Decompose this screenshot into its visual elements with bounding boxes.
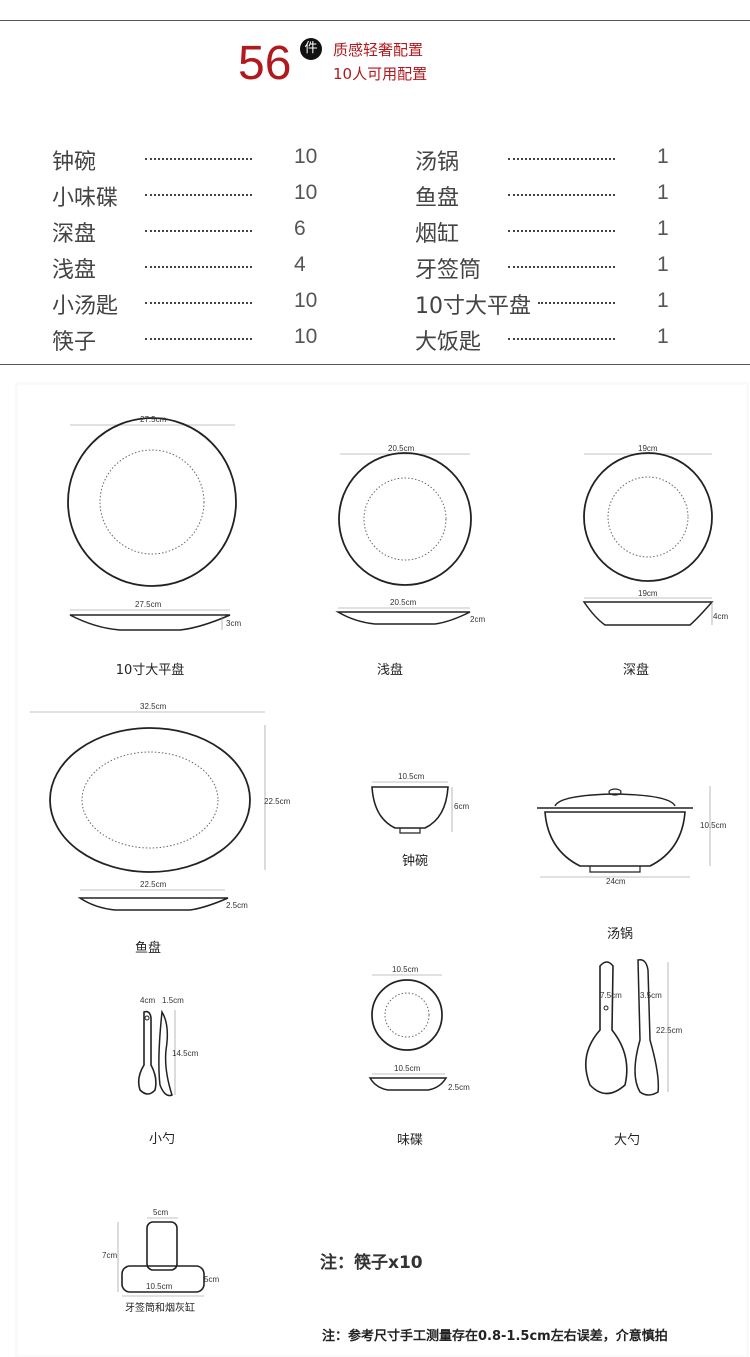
big-plate-label: 10寸大平盘 [115, 663, 185, 678]
toothpick-label: 牙签筒和烟灰缸 [125, 1303, 195, 1314]
list-item-qty: 1 [657, 217, 669, 240]
list-item-qty: 1 [657, 325, 669, 348]
piece-unit-badge: 件 [300, 38, 322, 60]
big-spoon-drawing [584, 958, 669, 1096]
small-spoon-width-1: 4cm [140, 996, 155, 1005]
sauce-dish-drawing [368, 974, 448, 1091]
shallow-plate-top-dim: 20.5cm [388, 444, 415, 453]
list-item-qty: 6 [294, 217, 306, 240]
shallow-plate-label: 浅盘 [376, 663, 403, 678]
list-leader [508, 338, 615, 340]
shallow-plate-height-dim: 2cm [470, 615, 485, 624]
list-leader [145, 230, 252, 232]
sauce-dish-top-dim: 10.5cm [392, 965, 419, 974]
deep-plate-height-dim: 4cm [713, 612, 728, 621]
list-item-name: 深盘 [52, 222, 97, 247]
list-item-name: 大饭匙 [415, 330, 482, 355]
list-leader [145, 194, 252, 196]
fish-plate-label: 鱼盘 [134, 941, 161, 956]
list-item-qty: 1 [657, 289, 669, 312]
list-leader [145, 338, 252, 340]
bowl-label: 钟碗 [401, 854, 428, 869]
toothpick-base-width: 10.5cm [146, 1282, 173, 1291]
small-spoon-width-2: 1.5cm [162, 996, 184, 1005]
list-item-qty: 1 [657, 253, 669, 276]
bowl-width-dim: 10.5cm [398, 772, 425, 781]
soup-pot-height-dim: 10.5cm [700, 821, 727, 830]
disclaimer-note: 注：参考尺寸手工测量存在0.8-1.5cm左右误差，介意慎拍 [322, 1329, 668, 1344]
list-item-name: 小味碟 [52, 186, 119, 211]
chopsticks-note: 注：筷子x10 [320, 1253, 423, 1273]
list-leader [538, 302, 615, 304]
toothpick-top-dim: 5cm [153, 1208, 168, 1217]
list-divider [0, 364, 750, 365]
soup-pot-label: 汤锅 [606, 927, 633, 942]
sauce-dish-label: 味碟 [396, 1133, 423, 1148]
sauce-dish-side-dim: 10.5cm [394, 1064, 421, 1073]
list-item-qty: 4 [294, 253, 306, 276]
fish-plate-depth-dim: 2.5cm [226, 901, 248, 910]
big-plate-side-dim: 27.5cm [135, 600, 162, 609]
small-spoon-length: 14.5cm [172, 1049, 199, 1058]
list-item-qty: 10 [294, 325, 318, 348]
header-line-1: 质感轻奢配置 [333, 41, 424, 59]
shallow-plate-side-dim: 20.5cm [390, 598, 417, 607]
list-leader [508, 158, 615, 160]
list-item-qty: 1 [657, 145, 669, 168]
deep-plate-drawing [582, 452, 714, 626]
toothpick-base-height: 5cm [204, 1275, 219, 1284]
list-leader [508, 230, 615, 232]
toothpick-holder-drawing [117, 1217, 205, 1297]
soup-pot-width-dim: 24cm [606, 877, 626, 886]
list-item-name: 鱼盘 [415, 186, 460, 211]
list-leader [145, 266, 252, 268]
list-leader [145, 158, 252, 160]
fish-plate-side-dim: 22.5cm [140, 880, 167, 889]
small-spoon-drawing [137, 1009, 176, 1097]
list-item-name: 筷子 [52, 330, 97, 355]
list-item-qty: 1 [657, 181, 669, 204]
header-line-2: 10人可用配置 [333, 65, 428, 83]
list-leader [508, 194, 615, 196]
bowl-drawing [371, 781, 453, 834]
list-item-qty: 10 [294, 181, 318, 204]
big-spoon-width-2: 3.5cm [640, 991, 662, 1000]
fish-plate-width-dim: 32.5cm [140, 702, 167, 711]
list-item-qty: 10 [294, 289, 318, 312]
list-item-name: 烟缸 [415, 222, 460, 247]
deep-plate-label: 深盘 [622, 663, 649, 678]
big-spoon-width-1: 7.5cm [600, 991, 622, 1000]
small-spoon-label: 小勺 [148, 1132, 175, 1147]
fish-plate-height-dim: 22.5cm [264, 797, 291, 806]
fish-plate-drawing [30, 711, 266, 911]
list-item-name: 浅盘 [52, 258, 97, 283]
deep-plate-top-dim: 19cm [638, 444, 658, 453]
soup-pot-drawing [537, 786, 711, 878]
list-leader [145, 302, 252, 304]
piece-count: 56 [238, 37, 292, 90]
toothpick-height-dim: 7cm [102, 1251, 117, 1260]
sauce-dish-height-dim: 2.5cm [448, 1083, 470, 1092]
list-item-qty: 10 [294, 145, 318, 168]
list-item-name: 钟碗 [52, 150, 97, 175]
deep-plate-side-dim: 19cm [638, 589, 658, 598]
big-spoon-length: 22.5cm [656, 1026, 683, 1035]
bowl-height-dim: 6cm [454, 802, 469, 811]
list-item-name: 牙签筒 [415, 258, 482, 283]
list-item-name: 汤锅 [415, 150, 460, 175]
top-divider [0, 20, 750, 21]
big-plate-drawing [67, 417, 237, 631]
big-plate-height-dim: 3cm [226, 619, 241, 628]
list-item-name: 小汤匙 [52, 294, 119, 319]
big-spoon-label: 大勺 [613, 1133, 640, 1148]
shallow-plate-drawing [335, 452, 472, 625]
list-leader [508, 266, 615, 268]
big-plate-top-dim: 27.5cm [140, 415, 167, 424]
list-item-name: 10寸大平盘 [415, 294, 531, 319]
